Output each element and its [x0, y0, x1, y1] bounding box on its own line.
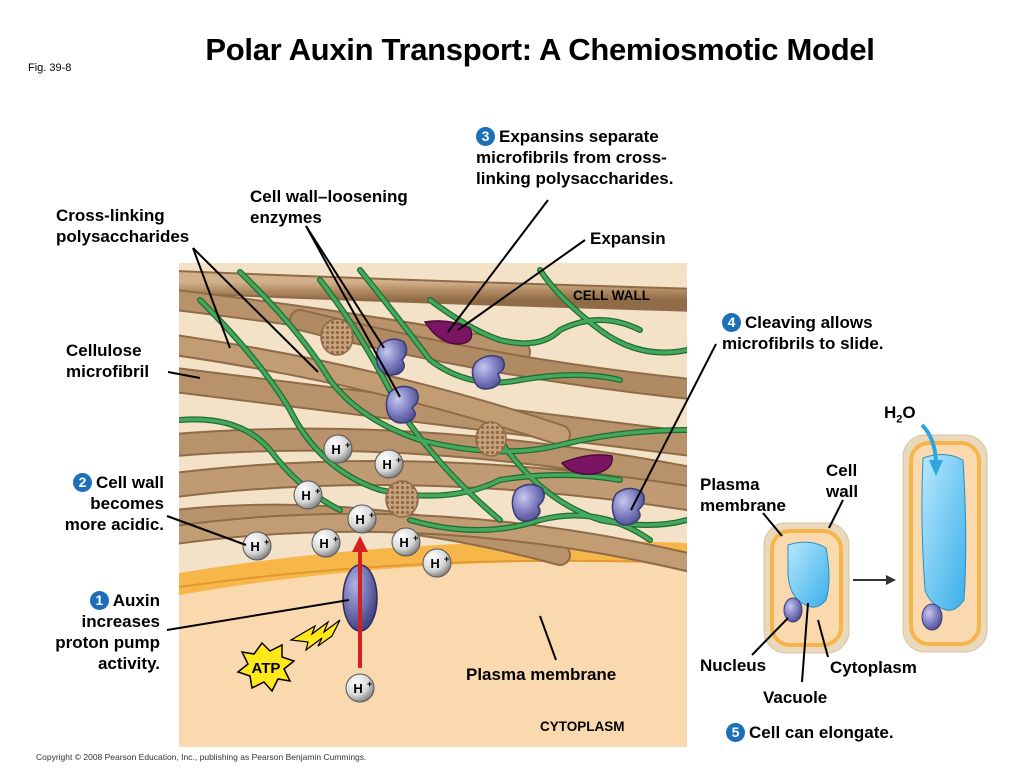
- expansin-proteins: [423, 320, 613, 476]
- expansin-label: Expansin: [590, 229, 666, 248]
- svg-text:+: +: [345, 440, 350, 450]
- page-title: Polar Auxin Transport: A Chemiosmotic Mo…: [205, 32, 875, 67]
- svg-text:H: H: [355, 512, 364, 527]
- copyright-notice: Copyright © 2008 Pearson Education, Inc.…: [36, 752, 367, 762]
- svg-text:H: H: [301, 488, 310, 503]
- water-label: H2O: [884, 403, 916, 426]
- svg-text:+: +: [367, 679, 372, 689]
- svg-text:+: +: [444, 554, 449, 564]
- step-5-number: 5: [726, 723, 745, 742]
- svg-text:H: H: [319, 536, 328, 551]
- svg-text:+: +: [369, 510, 374, 520]
- svg-text:H: H: [430, 556, 439, 571]
- step-2-number: 2: [72, 473, 92, 492]
- growth-arrow: [853, 575, 896, 585]
- svg-text:H: H: [382, 457, 391, 472]
- proton: H +: [347, 504, 377, 534]
- figure-label: Fig. 39-8: [28, 62, 72, 74]
- proton: H +: [391, 527, 421, 557]
- proton: H +: [323, 434, 353, 464]
- svg-text:+: +: [413, 533, 418, 543]
- svg-text:+: +: [264, 537, 269, 547]
- proton: H +: [422, 548, 452, 578]
- step-1-number: 1: [89, 591, 109, 610]
- cytoplasm-region-label: CYTOPLASM: [540, 719, 625, 734]
- svg-text:+: +: [396, 455, 401, 465]
- atp-energy-bolt: [289, 619, 341, 652]
- step-4-number: 4: [722, 313, 741, 332]
- proton: H +: [293, 480, 323, 510]
- cytoplasm-cell-label: Cytoplasm: [830, 658, 917, 677]
- protons: H + H + H + H + H + H + H: [242, 434, 452, 703]
- svg-text:H: H: [353, 681, 362, 696]
- proton: H +: [311, 528, 341, 558]
- nucleus-label: Nucleus: [700, 656, 767, 675]
- proton: H +: [374, 449, 404, 479]
- microfibril-ends: [320, 318, 507, 518]
- leader-lines: [166, 199, 844, 683]
- proton-flow-arrow: [352, 536, 368, 668]
- elongated-cell: [902, 423, 988, 653]
- svg-text:+: +: [315, 486, 320, 496]
- svg-text:H: H: [399, 535, 408, 550]
- cell-wall-region-label: CELL WALL: [573, 288, 650, 303]
- svg-text:+: +: [333, 534, 338, 544]
- step-3-number: 3: [476, 127, 495, 146]
- atp-starburst: ATP: [236, 641, 296, 693]
- atp-label: ATP: [252, 660, 281, 677]
- proton: H +: [242, 531, 272, 561]
- vacuole-label: Vacuole: [763, 688, 828, 707]
- proton: H +: [345, 673, 375, 703]
- plasma-membrane-label: Plasma membrane: [466, 665, 617, 684]
- svg-text:H: H: [250, 539, 259, 554]
- svg-text:H: H: [331, 442, 340, 457]
